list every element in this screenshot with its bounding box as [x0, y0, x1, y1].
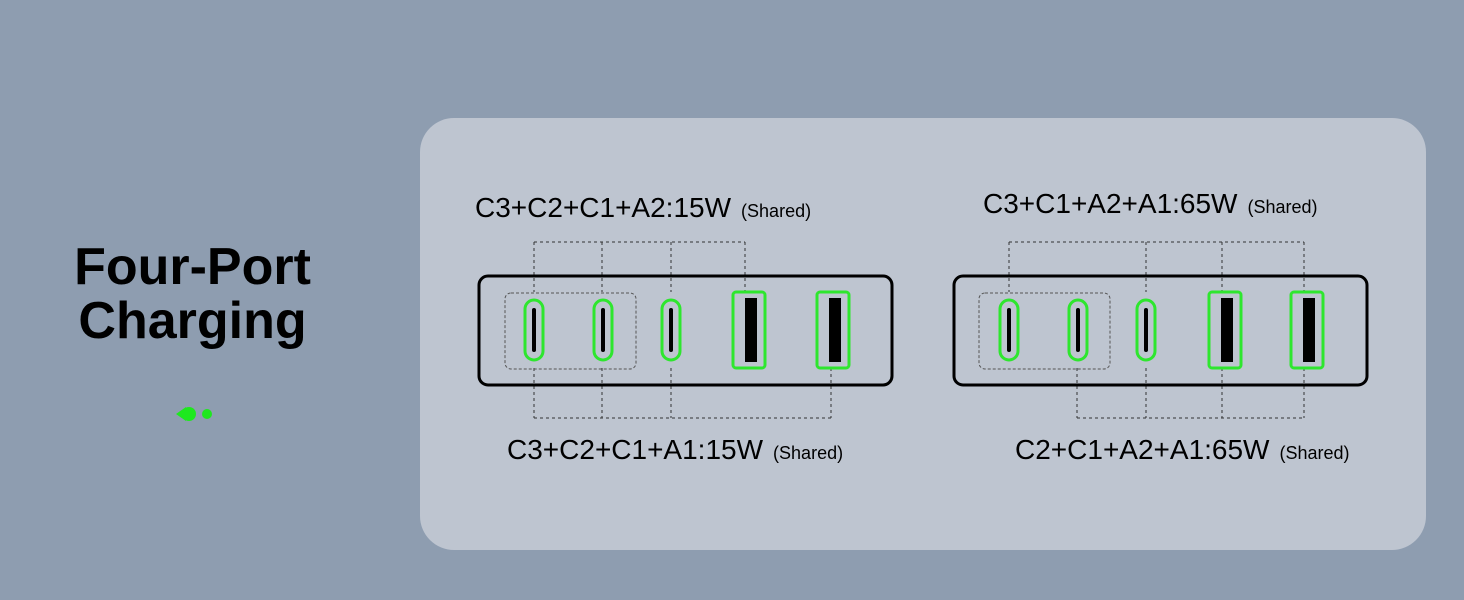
- port-combo-text: C3+C2+C1+A2:15W: [475, 192, 732, 223]
- left-bottom-label: C3+C2+C1+A1:15W (Shared): [507, 434, 843, 469]
- usb-a-port-icon: [731, 290, 767, 370]
- shared-note: (Shared): [741, 201, 812, 221]
- usb-c-port-icon: [592, 298, 614, 362]
- shared-note: (Shared): [1247, 197, 1318, 217]
- connector-lines-top: [533, 241, 746, 292]
- charger-left: [477, 241, 894, 419]
- usb-a-port-icon: [1207, 290, 1243, 370]
- title-line-2: Charging: [78, 292, 307, 350]
- charger-body: [952, 274, 1369, 387]
- title-line-1: Four-Port: [74, 238, 311, 296]
- charging-diagram-panel: C3+C2+C1+A2:15W (Shared) C3+C2+C1+A1:15W (…: [420, 118, 1426, 550]
- charger-right: [952, 241, 1369, 419]
- usb-c-port-icon: [1067, 298, 1089, 362]
- charger-body: [477, 274, 894, 387]
- shared-note: (Shared): [773, 443, 844, 463]
- page-title: Four-Port Charging: [40, 240, 345, 348]
- shared-group-box: [978, 292, 1111, 370]
- right-top-label: C3+C1+A2+A1:65W (Shared): [983, 188, 1318, 223]
- connector-lines-bottom: [533, 368, 832, 419]
- usb-a-port-icon: [1289, 290, 1325, 370]
- usb-c-port-icon: [1135, 298, 1157, 362]
- charging-diagram: [477, 241, 1369, 419]
- left-top-label: C3+C2+C1+A2:15W (Shared): [475, 192, 811, 227]
- port-combo-text: C2+C1+A2+A1:65W: [1015, 434, 1270, 465]
- slide-indicator-icon[interactable]: [172, 402, 220, 426]
- port-combo-text: C3+C1+A2+A1:65W: [983, 188, 1238, 219]
- usb-c-port-icon: [660, 298, 682, 362]
- connector-lines-bottom: [1076, 368, 1305, 419]
- connector-lines-top: [1008, 241, 1305, 292]
- usb-c-port-icon: [523, 298, 545, 362]
- port-combo-text: C3+C2+C1+A1:15W: [507, 434, 764, 465]
- right-bottom-label: C2+C1+A2+A1:65W (Shared): [1015, 434, 1350, 469]
- shared-note: (Shared): [1279, 443, 1350, 463]
- usb-a-port-icon: [815, 290, 851, 370]
- shared-group-box: [504, 292, 637, 370]
- usb-c-port-icon: [998, 298, 1020, 362]
